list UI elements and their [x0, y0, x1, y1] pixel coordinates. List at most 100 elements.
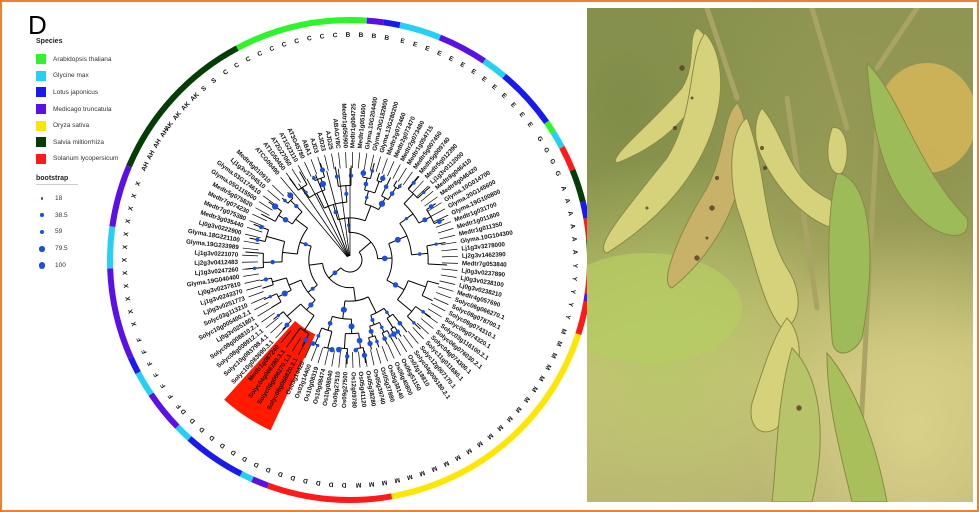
- bootstrap-node: [436, 218, 442, 224]
- tip-branch: [297, 165, 307, 180]
- tip-branch: [275, 326, 287, 339]
- bootstrap-node: [270, 259, 275, 265]
- legend-item: Solanum lycopersicum: [36, 151, 118, 168]
- bootstrap-node: [327, 321, 333, 326]
- tip-branch: [331, 350, 335, 367]
- legend-item: Oryza sativa: [36, 117, 118, 134]
- bootstrap-node: [380, 175, 386, 182]
- tip-branch: [369, 154, 375, 171]
- tip-branch: [441, 268, 458, 271]
- group-letter: Y: [569, 289, 577, 295]
- tip-branch: [375, 156, 381, 172]
- group-letter: M: [394, 476, 401, 484]
- group-letter: M: [549, 351, 558, 359]
- tip-branch: [310, 159, 318, 175]
- bootstrap-label: 38.5: [55, 211, 68, 219]
- soybean-pod: [602, 32, 721, 254]
- group-letter: E: [424, 45, 431, 53]
- tip-label: AJD25: [324, 130, 334, 151]
- tree-branch: [321, 327, 333, 332]
- tip-branch: [398, 338, 408, 353]
- bootstrap-node: [283, 198, 287, 203]
- tree-branch: [386, 318, 394, 328]
- tip-branch: [397, 167, 407, 182]
- bootstrap-node: [310, 286, 315, 291]
- group-letter: A: [568, 224, 576, 230]
- bootstrap-legend-title: bootstrap: [36, 175, 78, 185]
- legend-swatch: [36, 87, 46, 98]
- bootstrap-dot: [38, 262, 46, 269]
- group-letter: C: [233, 61, 241, 70]
- tree-branch: [326, 170, 350, 257]
- group-letter: Y: [571, 264, 578, 269]
- tip-branch: [363, 153, 368, 170]
- bootstrap-node: [397, 184, 402, 189]
- group-letter: D: [265, 465, 272, 473]
- group-letter: E: [518, 111, 527, 119]
- group-letter: D: [229, 448, 237, 457]
- bootstrap-node: [363, 181, 369, 187]
- bootstrap-node: [303, 337, 309, 343]
- tip-label: Lj2g3v1462390: [462, 251, 506, 260]
- group-letter: AH: [140, 161, 150, 173]
- tree-branch: [403, 193, 414, 204]
- species-ring-segment: [399, 22, 442, 41]
- group-letter: M: [559, 328, 567, 335]
- tree-branch: [340, 251, 363, 273]
- group-letter: M: [530, 385, 539, 393]
- legend-label: Medicago truncatula: [53, 105, 112, 113]
- tip-branch: [270, 322, 283, 334]
- species-ring-segment: [438, 34, 486, 64]
- group-letter: X: [127, 205, 135, 211]
- legend-label: Solanum lycopersicum: [53, 155, 119, 163]
- tip-branch: [387, 343, 395, 359]
- group-letter: G: [548, 158, 557, 166]
- group-letter: F: [136, 336, 144, 342]
- tree-branch: [353, 287, 356, 301]
- pod-spot: [705, 236, 709, 240]
- tip-branch: [310, 345, 318, 361]
- group-letter: G: [542, 146, 551, 154]
- tip-branch: [338, 351, 341, 368]
- tip-branch: [317, 347, 324, 364]
- tree-branch: [338, 184, 351, 187]
- tip-branch: [439, 234, 456, 240]
- group-letter: B: [384, 34, 390, 42]
- tree-branch: [386, 313, 394, 319]
- tip-branch: [243, 240, 260, 245]
- group-letter: Y: [563, 314, 571, 321]
- tip-label: Medtr7g053840: [462, 260, 507, 268]
- group-letter: D: [188, 416, 196, 424]
- soybean-pods-illustration: [587, 8, 973, 502]
- group-letter: B: [346, 32, 351, 39]
- tip-label: AJD23: [316, 132, 327, 153]
- tip-branch: [252, 213, 267, 222]
- species-ring-segment: [239, 471, 254, 482]
- tip-branch: [291, 337, 302, 352]
- pod-spot: [672, 125, 678, 131]
- tip-branch: [304, 343, 312, 359]
- bootstrap-node: [397, 320, 403, 326]
- bootstrap-dot: [39, 246, 45, 252]
- group-letter: D: [208, 433, 216, 442]
- tip-branch: [246, 285, 262, 291]
- bootstrap-node: [391, 331, 397, 337]
- species-ring-segment: [266, 482, 393, 503]
- group-letter: C: [281, 41, 288, 49]
- bootstrap-label: 59: [55, 228, 63, 236]
- tree-branch: [316, 193, 325, 209]
- soybean-pod: [771, 347, 821, 502]
- tree-branch: [262, 284, 274, 289]
- bootstrap-node: [434, 242, 438, 246]
- group-letter: A: [566, 211, 574, 217]
- tip-branch: [267, 189, 280, 201]
- tip-branch: [392, 164, 401, 179]
- bootstrap-node: [284, 322, 290, 328]
- group-letter: Y: [566, 302, 574, 308]
- bootstrap-node: [268, 294, 273, 299]
- group-letter: E: [509, 101, 518, 109]
- legend-swatch: [36, 120, 46, 131]
- species-ring-segment: [128, 356, 141, 375]
- tip-branch: [427, 308, 442, 318]
